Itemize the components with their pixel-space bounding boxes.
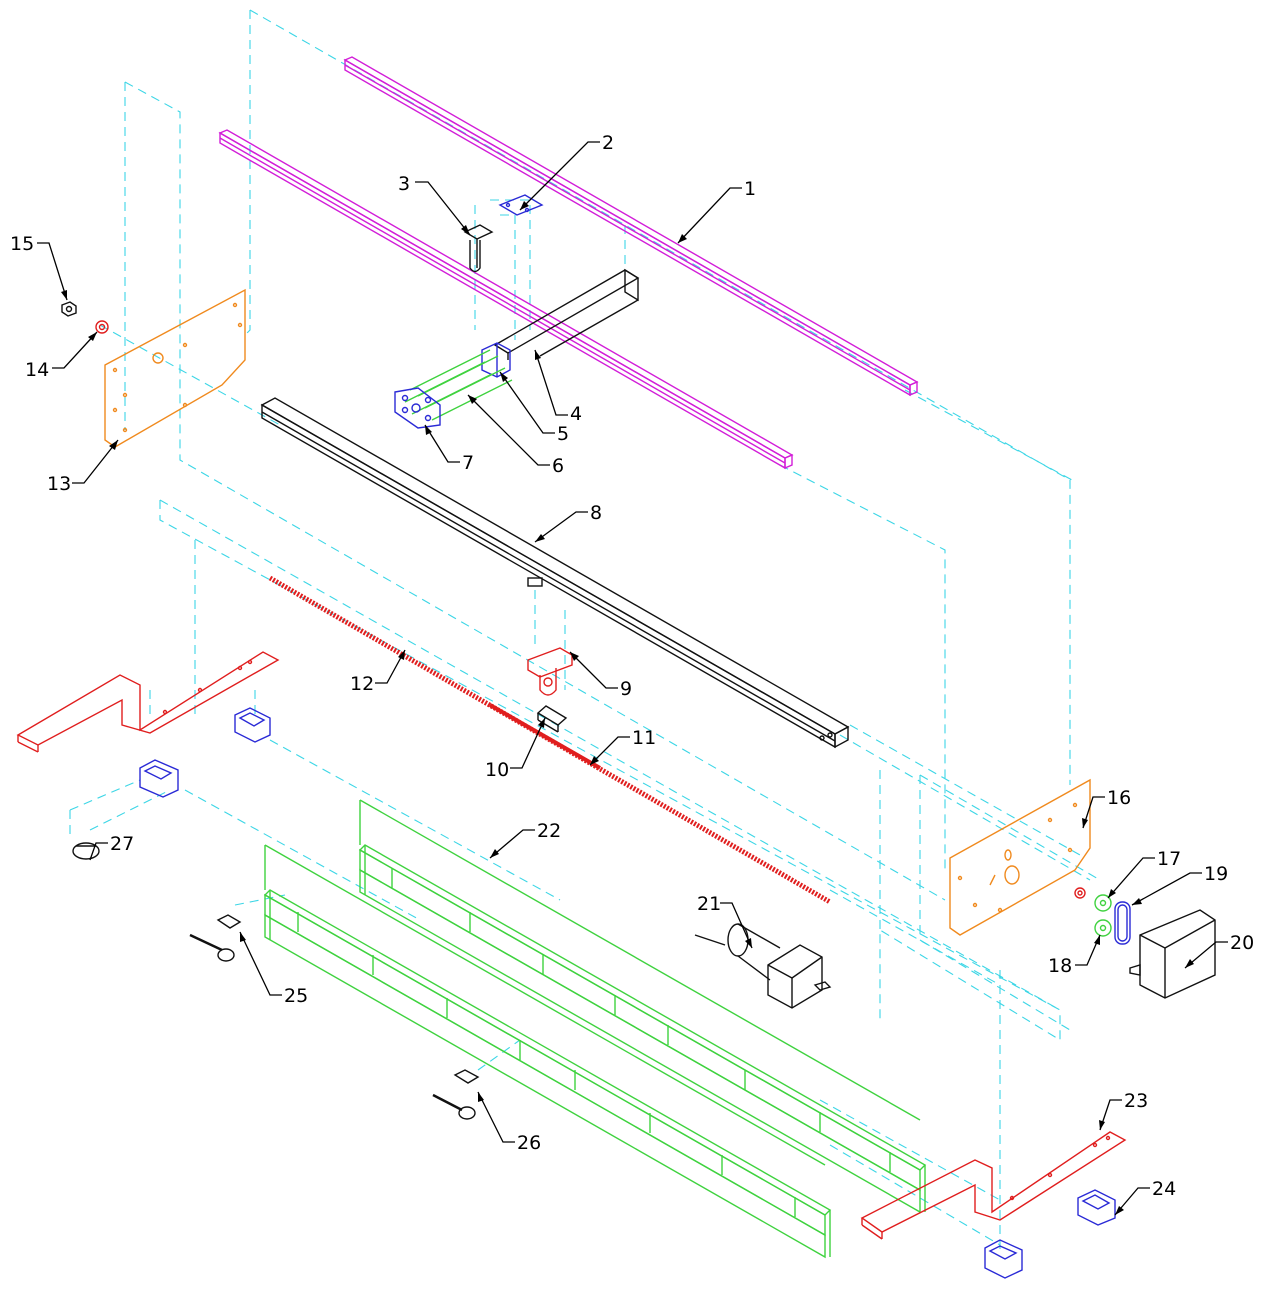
- callout-16: 16: [1107, 787, 1131, 809]
- top-rail-rear: [343, 56, 919, 397]
- support-bracket-right: [860, 1131, 1127, 1240]
- callout-21: 21: [697, 893, 721, 915]
- callout-5: 5: [557, 423, 569, 445]
- callout-14: 14: [25, 359, 49, 381]
- end-plate-square: [394, 387, 441, 429]
- callout-labels: 1 2 3 4 5 6 7 8 9 10: [10, 132, 1254, 1216]
- drive-belt: [1114, 901, 1131, 945]
- callout-9: 9: [620, 678, 632, 700]
- callout-15: 15: [10, 233, 34, 255]
- callout-8: 8: [590, 502, 602, 524]
- gear-motor: [694, 923, 832, 1009]
- callout-4: 4: [570, 403, 582, 425]
- cross-tube-short: [493, 268, 640, 360]
- nut-left: [61, 301, 77, 317]
- callout-13: 13: [47, 473, 71, 495]
- callout-19: 19: [1204, 863, 1228, 885]
- callout-12: 12: [350, 673, 374, 695]
- callout-27: 27: [110, 833, 134, 855]
- callout-23: 23: [1124, 1090, 1148, 1112]
- callout-10: 10: [485, 759, 509, 781]
- lead-screw: [268, 575, 832, 905]
- callout-2: 2: [602, 132, 614, 154]
- side-plate-right: [949, 778, 1091, 936]
- leveling-foot-d: [984, 1239, 1023, 1279]
- callout-22: 22: [537, 820, 561, 842]
- knob-part: [72, 842, 100, 860]
- ladder-frame-upper: [358, 799, 927, 1214]
- main-beam: [260, 397, 850, 749]
- bracket-hanger: [463, 224, 494, 273]
- callout-1: 1: [744, 178, 756, 200]
- callout-24: 24: [1152, 1178, 1176, 1200]
- ladder-frame-lower: [263, 844, 832, 1259]
- callout-25: 25: [284, 985, 308, 1007]
- pulley-large: [1094, 894, 1112, 912]
- callout-18: 18: [1048, 955, 1072, 977]
- callout-6: 6: [552, 455, 564, 477]
- proximity-sensor-a: [189, 914, 242, 962]
- callout-7: 7: [462, 452, 474, 474]
- callout-11: 11: [632, 727, 656, 749]
- callout-17: 17: [1157, 848, 1181, 870]
- leveling-foot-a: [234, 707, 271, 743]
- bearing-red-left: [95, 320, 109, 334]
- leveling-foot-b: [139, 759, 179, 798]
- top-rail-front: [218, 129, 794, 470]
- callout-3: 3: [398, 173, 410, 195]
- leveling-foot-c: [1077, 1189, 1116, 1226]
- guide-rods: [404, 349, 513, 421]
- bearing-block: [527, 647, 573, 696]
- bearing-red-right: [1074, 887, 1086, 899]
- motor-cover-box: [1129, 909, 1216, 999]
- proximity-sensor-b: [432, 1069, 480, 1120]
- mounting-plate-small: [498, 194, 544, 216]
- assembly-guide-lines: [69, 9, 1101, 1250]
- callout-26: 26: [517, 1132, 541, 1154]
- side-plate-left: [104, 288, 246, 448]
- pulley-small: [1094, 919, 1112, 937]
- support-bracket-left: [16, 651, 280, 753]
- callout-20: 20: [1230, 932, 1254, 954]
